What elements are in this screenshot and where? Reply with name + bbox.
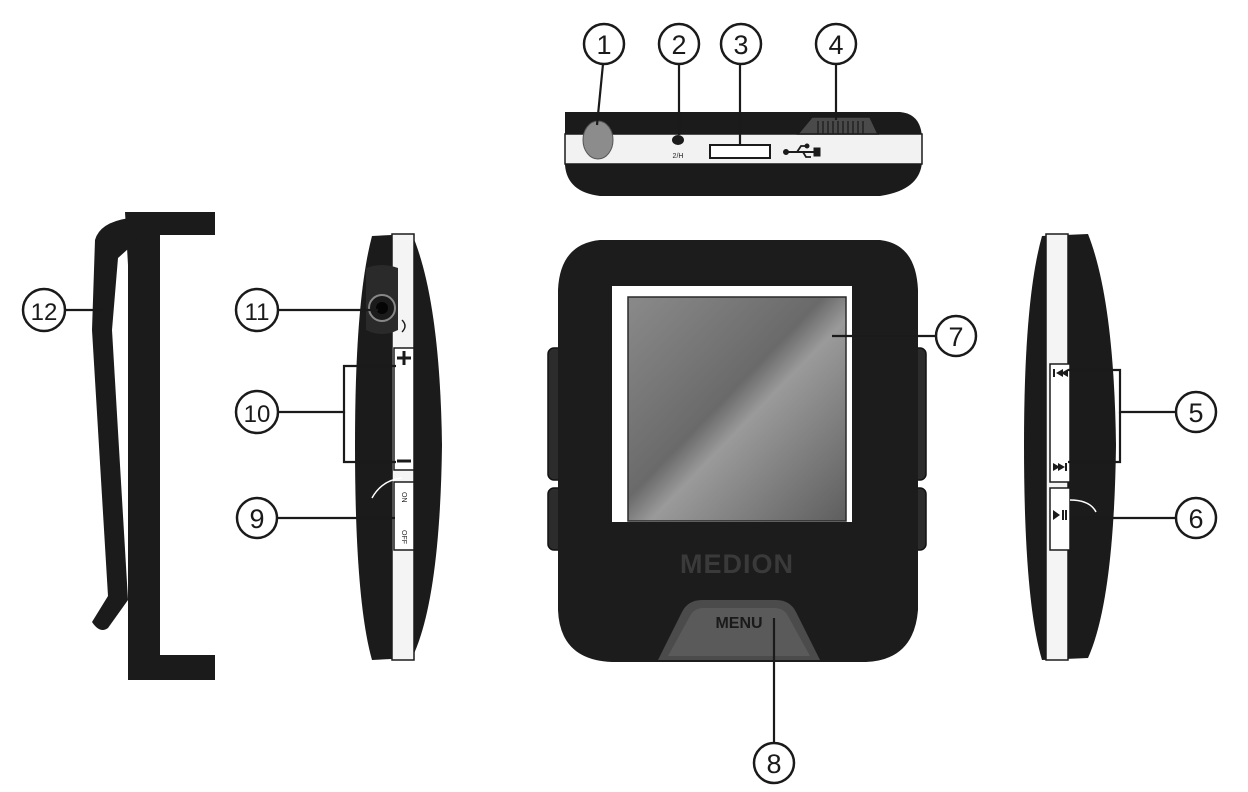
hold-label: 2/H <box>673 153 684 160</box>
callout-11: 11 <box>234 287 280 333</box>
leader-5-lower <box>1068 412 1122 464</box>
front-view: MEDION MENU <box>547 240 927 662</box>
menu-button-label: MENU <box>715 615 762 632</box>
callout-3-label: 3 <box>733 30 748 60</box>
top-view: 2/H <box>564 112 923 196</box>
leader-1 <box>595 63 605 126</box>
previous-track-icon <box>1053 369 1068 377</box>
callout-5-label: 5 <box>1188 398 1203 428</box>
callout-1-label: 1 <box>596 30 611 60</box>
callout-1: 1 <box>582 22 626 66</box>
belt-clip <box>92 212 215 680</box>
leader-5-upper <box>1068 368 1175 414</box>
callout-10-label: 10 <box>244 401 271 428</box>
switch-guide-line <box>371 477 403 499</box>
callout-4-label: 4 <box>828 30 843 60</box>
callout-12: 12 <box>21 287 67 333</box>
top-port-1 <box>582 120 614 160</box>
callout-9: 9 <box>235 496 279 540</box>
callout-8: 8 <box>752 741 796 785</box>
callout-4: 4 <box>814 22 858 66</box>
callout-9-label: 9 <box>249 504 264 534</box>
callout-8-label: 8 <box>766 749 781 779</box>
callout-11-label: 11 <box>245 299 270 326</box>
leader-lines <box>66 63 1175 742</box>
callout-3: 3 <box>719 22 763 66</box>
callout-7: 7 <box>934 314 978 358</box>
right-side-view <box>1024 233 1116 661</box>
clip-arm <box>92 218 138 630</box>
callout-markers: 1 2 3 4 5 6 7 8 <box>21 22 1218 785</box>
plus-icon <box>397 351 411 365</box>
clip-frame <box>125 212 215 680</box>
leader-10-lower <box>342 412 396 464</box>
skip-rocker <box>1049 363 1071 483</box>
usb-port-grille <box>817 121 864 134</box>
switch-on-label: ON <box>400 492 407 503</box>
top-hold-switch <box>672 135 684 145</box>
usb-symbol-icon <box>783 143 821 158</box>
callout-7-label: 7 <box>948 322 963 352</box>
callout-2-label: 2 <box>671 30 686 60</box>
callout-5: 5 <box>1174 390 1218 434</box>
headphone-jack-hole <box>376 302 388 314</box>
switch-off-label: OFF <box>400 530 407 544</box>
play-guide-line <box>1069 499 1097 513</box>
power-switch <box>393 481 415 551</box>
leader-10-upper <box>278 364 396 414</box>
callout-6-label: 6 <box>1188 504 1203 534</box>
brand-logo: MEDION <box>680 549 794 579</box>
callout-2: 2 <box>657 22 701 66</box>
callout-6: 6 <box>1174 496 1218 540</box>
next-track-icon <box>1053 463 1067 471</box>
volume-rocker <box>393 347 415 471</box>
play-pause-icon <box>1053 510 1067 520</box>
headphone-icon <box>401 319 406 333</box>
top-slot <box>709 144 771 159</box>
callout-10: 10 <box>234 389 280 435</box>
callout-12-label: 12 <box>31 299 58 326</box>
left-side-view: ON OFF <box>355 233 442 661</box>
display-screen <box>627 296 847 522</box>
